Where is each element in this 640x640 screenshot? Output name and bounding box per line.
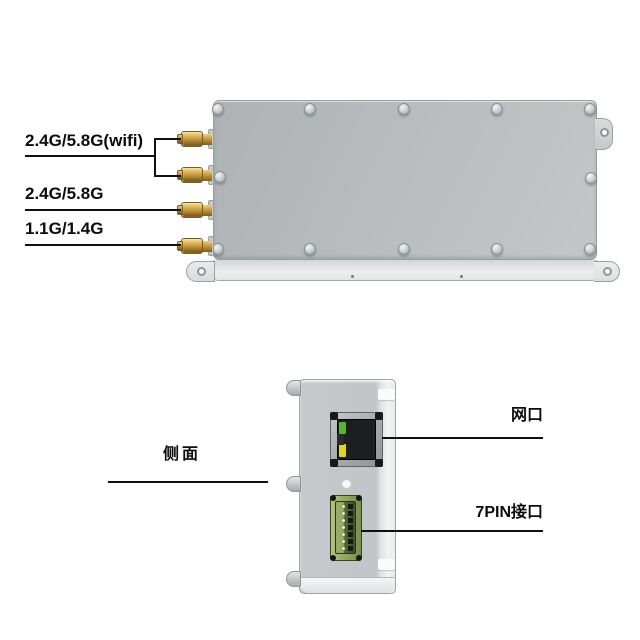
screw-icon <box>491 103 503 115</box>
sma-connector-band3 <box>177 236 214 256</box>
terminal-7pin-connector <box>330 495 362 561</box>
screw-icon <box>584 243 596 255</box>
side-screw-head-icon <box>286 571 301 587</box>
pin-hole-icon <box>351 275 354 278</box>
enclosure-top-plate <box>213 100 597 260</box>
callout-line-7pin <box>361 530 543 532</box>
port-corner-screw-icon <box>375 459 383 467</box>
rj45-jack <box>337 419 376 460</box>
side-panel-bottom-lip <box>300 577 395 593</box>
pin-hole-icon <box>460 275 463 278</box>
sma-connector-band2 <box>177 200 214 220</box>
sma-nut <box>181 238 203 254</box>
panel-indicator-dot <box>342 480 351 489</box>
wifi-bracket-bottom-arm <box>154 175 181 177</box>
screw-icon <box>398 103 410 115</box>
led-green-icon <box>339 422 346 434</box>
led-yellow-icon <box>339 444 346 457</box>
side-edge-highlight <box>378 559 395 570</box>
callout-line-band2 <box>25 209 181 211</box>
sma-nut <box>181 131 203 147</box>
callout-line-band3 <box>25 244 181 246</box>
callout-band3: 1.1G/1.4G <box>25 219 104 238</box>
enclosure-base-strip <box>213 260 597 281</box>
port-corner-screw-icon <box>330 495 336 501</box>
callout-band2: 2.4G/5.8G <box>25 184 104 203</box>
screw-icon <box>585 172 597 184</box>
screw-icon <box>491 243 503 255</box>
side-caption-line <box>108 481 268 483</box>
port-corner-screw-icon <box>375 412 383 420</box>
screw-icon <box>212 103 224 115</box>
side-edge-highlight <box>378 389 395 400</box>
sma-connector-wifi-1 <box>177 129 214 149</box>
rj45-latch <box>337 434 344 445</box>
sma-connector-wifi-2 <box>177 165 214 185</box>
port-corner-screw-icon <box>356 495 362 501</box>
terminal-pin <box>336 532 355 537</box>
sma-nut <box>181 167 203 183</box>
ethernet-port <box>330 412 383 467</box>
mounting-hole-icon <box>600 128 609 137</box>
terminal-pin <box>336 539 355 544</box>
screw-icon <box>304 243 316 255</box>
side-screw-head-icon <box>286 380 301 396</box>
callout-wifi-band: 2.4G/5.8G(wifi) <box>25 131 144 150</box>
callout-7pin: 7PIN接口 <box>475 504 543 521</box>
terminal-pin <box>336 546 355 551</box>
screw-icon <box>398 243 410 255</box>
mounting-hole-icon <box>197 267 206 276</box>
sma-shaft <box>201 134 212 145</box>
side-screw-head-icon <box>286 476 301 492</box>
callout-line-ethernet <box>382 437 543 439</box>
terminal-recess <box>335 501 356 554</box>
callout-underline <box>25 155 154 157</box>
callout-ethernet: 网口 <box>510 407 543 424</box>
port-corner-screw-icon <box>330 412 338 420</box>
port-corner-screw-icon <box>330 555 336 561</box>
wifi-bracket-top-arm <box>154 138 181 140</box>
sma-shaft <box>201 205 212 216</box>
terminal-pin <box>336 518 355 523</box>
sma-nut <box>181 202 203 218</box>
terminal-pin <box>336 525 355 530</box>
terminal-pin <box>336 511 355 516</box>
wifi-bracket-vertical <box>154 138 156 177</box>
sma-shaft <box>201 241 212 252</box>
port-corner-screw-icon <box>330 459 338 467</box>
port-corner-screw-icon <box>356 555 362 561</box>
sma-tip <box>177 241 183 251</box>
terminal-pin <box>336 504 355 509</box>
mounting-hole-icon <box>603 267 612 276</box>
sma-shaft <box>201 170 212 181</box>
screw-icon <box>214 171 226 183</box>
side-view-caption: 侧面 <box>162 446 201 463</box>
screw-icon <box>584 103 596 115</box>
screw-icon <box>304 103 316 115</box>
